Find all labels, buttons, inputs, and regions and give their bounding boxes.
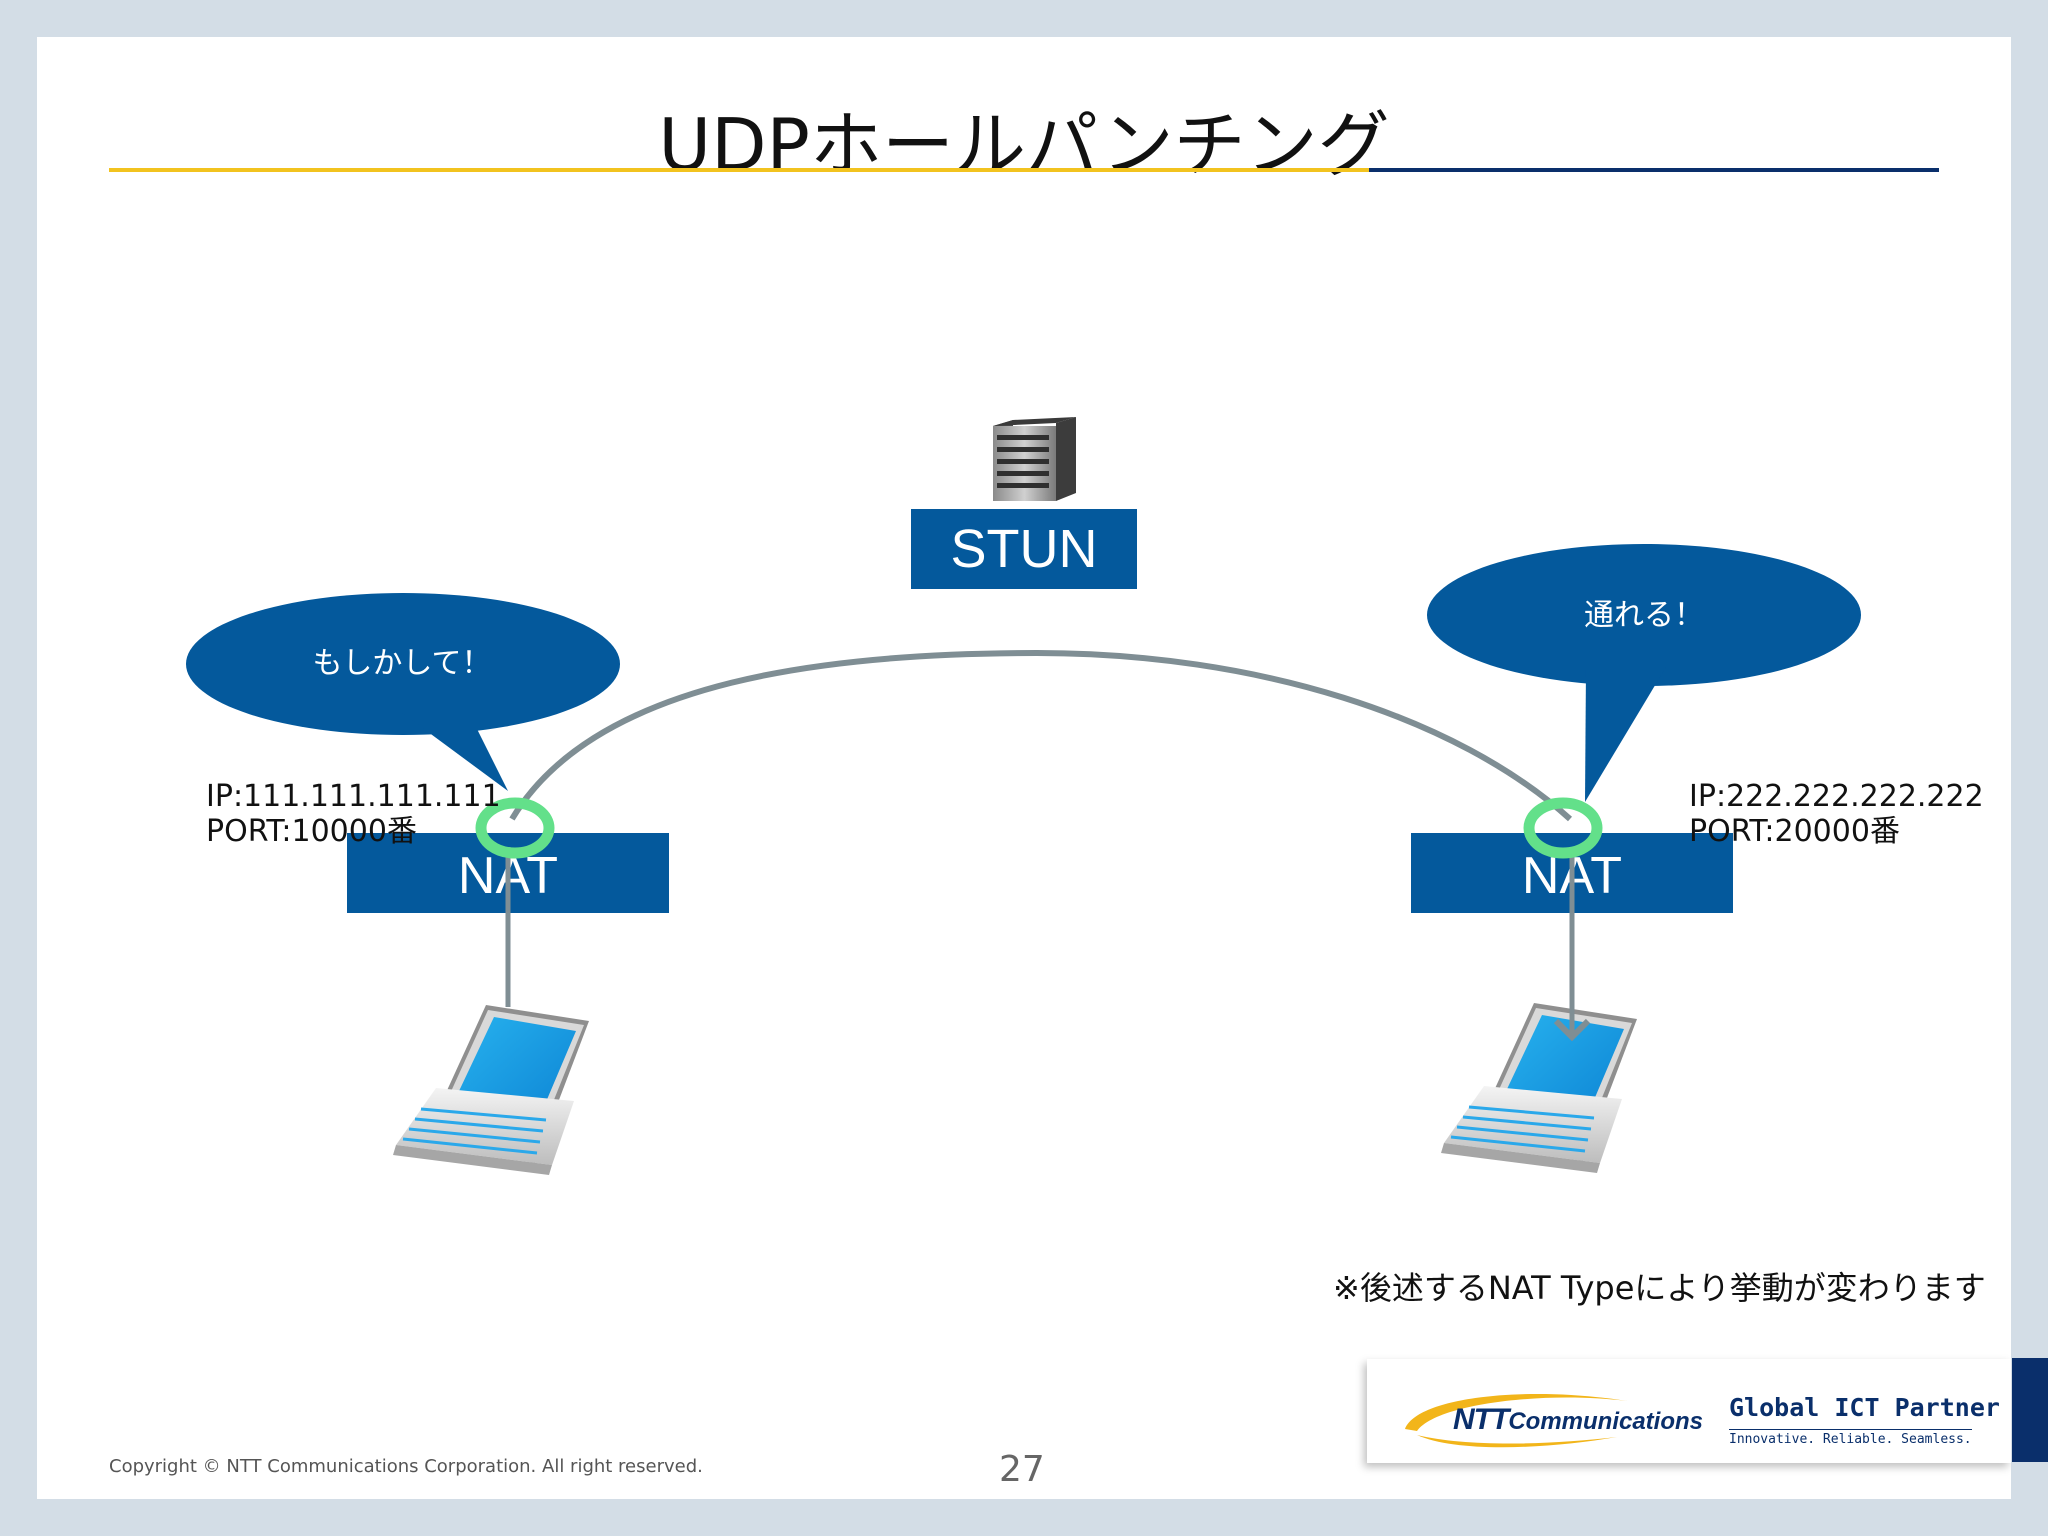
logo-ntt: NTT	[1453, 1403, 1509, 1436]
left-address: IP:111.111.111.111 PORT:10000番	[206, 779, 501, 849]
diagram-overlay	[475, 797, 1603, 1042]
laptop-icon	[1441, 1003, 1637, 1173]
left-ip-label: IP:111.111.111.111	[206, 779, 501, 814]
logo-communications: Communications	[1508, 1408, 1704, 1435]
logo-tagline: Global ICT Partner	[1729, 1393, 2000, 1422]
laptop-icon	[393, 1005, 589, 1175]
right-nat-hole	[1523, 797, 1603, 859]
right-port-label: PORT:20000番	[1689, 814, 1900, 849]
logo-brand: NTTCommunications	[1453, 1403, 1703, 1437]
page-number: 27	[999, 1449, 1045, 1490]
right-address: IP:222.222.222.222 PORT:20000番	[1689, 779, 1984, 849]
side-accent-bar	[2012, 1358, 2048, 1462]
slide: UDPホールパンチング	[37, 37, 2011, 1499]
logo-swoosh-icon	[1405, 1393, 1627, 1448]
right-bubble-text: 通れる！	[1584, 598, 1704, 633]
right-speech-bubble	[1427, 544, 1861, 802]
left-port-label: PORT:10000番	[206, 814, 417, 849]
stun-server-box: STUN	[911, 509, 1137, 589]
server-icon	[993, 417, 1076, 501]
footnote: ※後述するNAT Typeにより挙動が変わります	[1333, 1269, 1986, 1307]
logo-subline: Innovative. Reliable. Seamless.	[1729, 1429, 1972, 1447]
left-bubble-text: もしかして！	[312, 646, 492, 681]
left-nat-hole	[475, 797, 555, 859]
copyright-text: Copyright © NTT Communications Corporati…	[109, 1456, 703, 1477]
left-speech-bubble	[186, 593, 620, 791]
right-ip-label: IP:222.222.222.222	[1689, 779, 1984, 814]
diagram-graphics	[186, 417, 1861, 1175]
title-underline-yellow	[109, 168, 1369, 172]
punch-path-arc	[509, 649, 1573, 822]
title-underline-navy	[1369, 168, 1939, 172]
company-logo: NTTCommunications Global ICT Partner Inn…	[1367, 1359, 2011, 1463]
